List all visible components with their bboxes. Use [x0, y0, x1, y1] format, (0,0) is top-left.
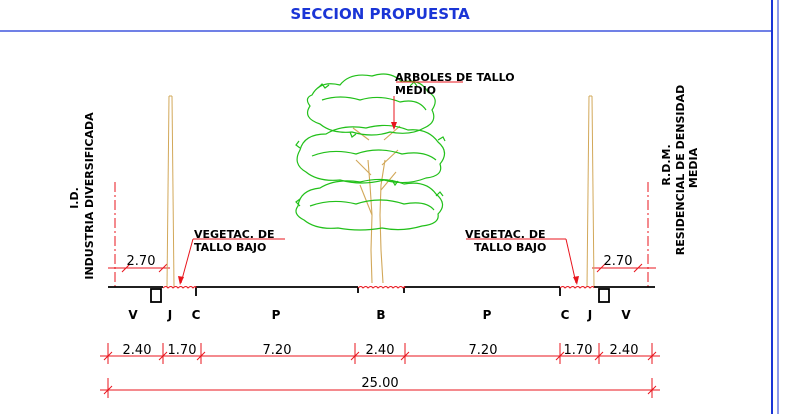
left-pole [166, 95, 175, 288]
segment-code-road-left: P [272, 308, 281, 322]
tree-note-line-2: MEDIO [395, 84, 436, 97]
height-label-left: 2.70 [127, 254, 156, 269]
segment-code-garden-left: J [167, 308, 172, 322]
veg-left-line-2: TALLO BAJO [194, 241, 266, 254]
street-section-profile [108, 286, 655, 296]
veg-left-line-1: VEGETAC. DE [194, 228, 274, 241]
right-zone-code: R.D.M. [660, 144, 673, 185]
height-dimension-left [108, 263, 170, 273]
right-pole [586, 95, 595, 288]
left-zone-name: INDUSTRIA DIVERSIFICADA [83, 112, 96, 280]
dim-road-right: 7.20 [469, 343, 498, 358]
tree-note-arrow [391, 122, 397, 130]
grass-right [559, 286, 595, 289]
segment-code-sidewalk-right: V [621, 308, 631, 322]
right-curb-block [598, 288, 610, 303]
segment-code-median: B [376, 308, 385, 322]
height-label-right: 2.70 [604, 254, 633, 269]
dim-garden-left: 1.70 [168, 343, 197, 358]
veg-right-leader [565, 238, 577, 284]
left-zone-code: I.D. [68, 187, 81, 209]
dim-road-left: 7.20 [263, 343, 292, 358]
veg-left-arrow [178, 276, 184, 285]
right-zone-name-1: RESIDENCIAL DE DENSIDAD [674, 85, 687, 255]
dim-sidewalk-right: 2.40 [610, 343, 639, 358]
segment-code-garden-right: J [587, 308, 592, 322]
tree-note-line-1: ARBOLES DE TALLO [395, 71, 515, 84]
veg-right-line-1: VEGETAC. DE [465, 228, 545, 241]
veg-left-leader [180, 238, 194, 284]
right-zone-name-2: MEDIA [687, 147, 700, 188]
tree-canopy [295, 73, 446, 231]
height-dimension-right [592, 263, 656, 273]
dim-garden-right: 1.70 [564, 343, 593, 358]
veg-right-arrow [573, 276, 579, 285]
segment-dimension-line [100, 343, 660, 364]
segment-code-sidewalk-left: V [128, 308, 138, 322]
section-title: SECCION PROPUESTA [290, 5, 470, 23]
total-dimension-line [100, 378, 660, 398]
dim-median: 2.40 [366, 343, 395, 358]
segment-code-road-right: P [483, 308, 492, 322]
grass-center [357, 286, 406, 289]
segment-code-curb-right: C [561, 308, 570, 322]
dim-sidewalk-left: 2.40 [123, 343, 152, 358]
segment-code-curb-left: C [192, 308, 201, 322]
grass-left [162, 286, 197, 289]
veg-right-line-2: TALLO BAJO [474, 241, 546, 254]
left-curb-block [150, 288, 162, 303]
tree-trunk [352, 125, 401, 284]
dim-total: 25.00 [361, 376, 398, 391]
